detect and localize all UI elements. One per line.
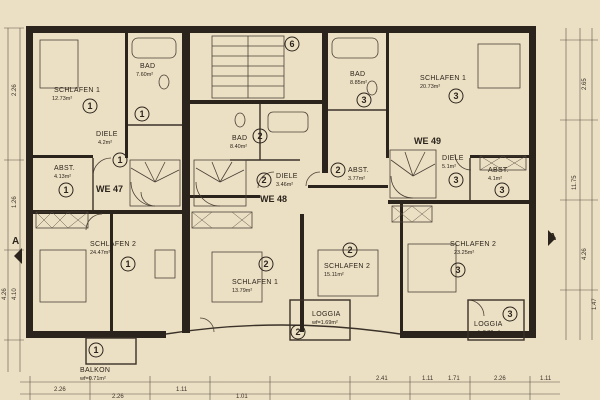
balcony-outline (85, 337, 137, 365)
unit-number-badge: 2 (257, 131, 262, 141)
dim-bottom-8: 2.26 (494, 376, 506, 382)
unit-id-we47: WE 47 (96, 184, 123, 194)
room-name-we47-abst: ABST. (54, 165, 75, 172)
room-area-we48-diele: 3.46m² (276, 182, 293, 188)
room-name-we47-schlafen1: SCHLAFEN 1 (54, 87, 100, 94)
room-name-we48-bad: BAD (232, 135, 247, 142)
dim-bottom-4: 1.01 (236, 394, 248, 400)
dim-bottom-2: 2.26 (112, 394, 124, 400)
interior-walls (33, 33, 530, 333)
dim-left-1: 2.26 (12, 84, 18, 96)
dim-bottom-6: 1.11 (422, 376, 434, 382)
loggia-we49-outline (467, 299, 525, 341)
room-area-we48-abst: 3.77m² (348, 176, 365, 182)
room-name-we48-diele: DIELE (276, 173, 298, 180)
unit-number-badge: 1 (63, 185, 68, 195)
unit-number-badge: 2 (263, 259, 268, 269)
room-name-we49-bad: BAD (350, 71, 365, 78)
unit-number-badge: 1 (125, 259, 130, 269)
unit-number-badge: 2 (295, 327, 300, 337)
unit-number-badge: 3 (361, 95, 366, 105)
room-area-we49-bad: 8.85m² (350, 80, 367, 86)
room-area-we48-loggia: wf=1.69m² (311, 320, 338, 326)
loggia-we48-outline (289, 299, 351, 341)
section-arrow-left (14, 248, 22, 264)
spiral-stair-we49 (389, 149, 437, 199)
unit-number-badge: 1 (93, 345, 98, 355)
dim-bottom-7: 1.71 (448, 376, 460, 382)
unit-number-badge: 3 (455, 265, 460, 275)
room-area-we47-bad: 7.60m² (136, 72, 153, 78)
furniture (39, 39, 521, 303)
room-name-we47-diele: DIELE (96, 131, 118, 138)
room-name-we47-bad: BAD (140, 63, 155, 70)
unit-number-badge: 1 (117, 155, 122, 165)
room-name-we49-schlafen2: SCHLAFEN 2 (450, 241, 496, 248)
dim-right-2: 11.75 (572, 175, 578, 190)
hatched-panels (35, 155, 527, 229)
dim-bottom-5: 2.41 (376, 376, 388, 382)
room-name-we49-abst: ABST. (488, 167, 509, 174)
dim-right-3: 4.26 (582, 248, 588, 260)
dimension-labels: 2.26 2.26 1.11 1.01 2.41 1.11 1.71 2.26 … (2, 78, 598, 400)
unit-number-badge: 3 (507, 309, 512, 319)
room-area-we47-schlafen2: 24.47m² (90, 250, 110, 256)
unit-number-badge: 3 (499, 185, 504, 195)
unit-number-badge: 3 (453, 91, 458, 101)
room-name-we48-schlafen1: SCHLAFEN 1 (232, 279, 278, 286)
room-name-we49-loggia: LOGGIA (474, 321, 503, 328)
unit-we48: 6 BAD 8.40m² 2 2 DIELE 3.46m² 2 ABST. 3.… (230, 36, 370, 341)
room-area-we49-loggia: wf=3.39m² (473, 330, 500, 336)
spiral-stair-we47 (129, 159, 181, 207)
dim-left-2: 1.26 (12, 196, 18, 208)
spiral-stair-we48 (193, 159, 247, 207)
room-name-we47-schlafen2: SCHLAFEN 2 (90, 241, 136, 248)
unit-id-we48: WE 48 (260, 194, 287, 204)
bath-fixtures (131, 37, 379, 133)
unit-we49: BAD 8.85m² 3 SCHLAFEN 1 20.73m² 3 WE 49 … (350, 71, 525, 341)
room-name-we47-balkon: BALKON (80, 367, 110, 374)
room-area-we48-schlafen2: 15.11m² (324, 272, 344, 278)
dimension-lines (4, 27, 598, 400)
room-area-we47-abst: 4.13m² (54, 174, 71, 180)
room-area-we48-bad: 8.40m² (230, 144, 247, 150)
dim-right-1: 2.65 (582, 78, 588, 90)
room-name-we48-abst: ABST. (348, 167, 369, 174)
dim-left-3: 4.10 (12, 288, 18, 300)
dim-bottom-3: 1.11 (176, 387, 188, 393)
room-area-we47-diele: 4.2m² (98, 140, 112, 146)
section-arrow-right (548, 230, 556, 246)
room-area-we47-schlafen1: 12.73m² (52, 96, 72, 102)
room-area-we49-diele: 5.1m² (442, 164, 456, 170)
room-name-we49-diele: DIELE (442, 155, 464, 162)
section-label-right: A (549, 232, 556, 243)
unit-number-badge: 3 (453, 175, 458, 185)
room-name-we49-schlafen1: SCHLAFEN 1 (420, 75, 466, 82)
unit-number-badge: 2 (261, 175, 266, 185)
room-area-we47-balkon: wf=0.71m² (79, 376, 106, 382)
stair-core (211, 35, 285, 99)
unit-number-badge: 2 (347, 245, 352, 255)
unit-we47: SCHLAFEN 1 12.73m² 1 BAD 7.60m² 1 DIELE … (52, 63, 155, 382)
dim-left-4: 4.26 (2, 288, 8, 300)
section-label-left: A (12, 236, 19, 247)
room-name-we48-loggia: LOGGIA (312, 311, 341, 318)
room-area-we48-schlafen1: 13.79m² (232, 288, 252, 294)
stair-core-badge: 6 (289, 39, 294, 49)
dim-bottom-9: 1.11 (540, 376, 552, 382)
unit-number-badge: 1 (139, 109, 144, 119)
unit-number-badge: 2 (335, 165, 340, 175)
dim-bottom-1: 2.26 (54, 387, 66, 393)
room-area-we49-abst: 4.1m² (488, 176, 502, 182)
room-area-we49-schlafen1: 20.73m² (420, 84, 440, 90)
unit-id-we49: WE 49 (414, 136, 441, 146)
room-area-we49-schlafen2: 23.25m² (454, 250, 474, 256)
room-name-we48-schlafen2: SCHLAFEN 2 (324, 263, 370, 270)
section-markers: A A (12, 230, 556, 264)
dim-right-4: 1.47 (592, 298, 598, 310)
unit-number-badge: 1 (87, 101, 92, 111)
